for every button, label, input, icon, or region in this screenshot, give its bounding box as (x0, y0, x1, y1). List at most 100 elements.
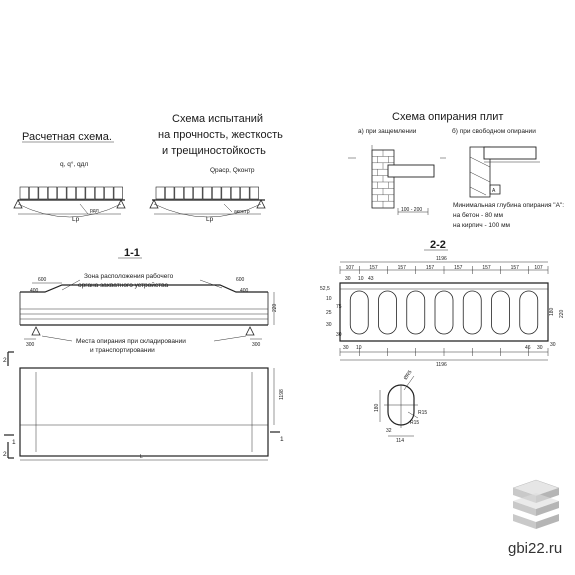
s22-bottom-small-2: 46 (525, 345, 531, 351)
load-block (113, 186, 123, 200)
brand-logo-icon (512, 479, 560, 529)
s22-right-mark-2: 30 (550, 342, 556, 348)
load-block (174, 186, 184, 200)
void-hole (491, 290, 510, 335)
void-hole (349, 290, 369, 335)
test-scheme-title-2: на прочность, жесткость (158, 129, 283, 141)
slab-plan-view: 1198 L 2 2 1 1 (3, 351, 285, 461)
section-1-1-label: 1-1 (124, 247, 140, 259)
calc-scheme-diagram: Lр q, q°, qдл pдл (13, 160, 126, 223)
s22-top-total: 1196 (436, 256, 447, 262)
s22-bottom-small-1: 10 (356, 345, 362, 351)
void-hole (462, 290, 482, 335)
load-block (230, 186, 241, 200)
s11-dim-400-left: 400 (30, 288, 39, 294)
s22-right-mark-1: 220 (559, 309, 565, 318)
s11-dim-300-left: 300 (26, 342, 35, 348)
s11-dim-300-right: 300 (252, 342, 261, 348)
hole-r15-dim: R15 (410, 420, 419, 426)
load-block (212, 186, 222, 200)
s11-zone-text-2: органа захватного устройства (78, 281, 168, 289)
plan-section-mark-2-bottom: 2 (3, 451, 7, 458)
s11-zone-text-1: Зона расположения рабочего (84, 272, 174, 280)
s11-support-text-1: Места опирания при складировании (76, 338, 186, 345)
test-scheme-diagram: Lр Qраср, Qконтр аконтр (149, 167, 266, 223)
void-hole (434, 290, 454, 335)
load-block (104, 186, 114, 200)
hole-off-dim: 32 (386, 428, 392, 434)
calc-loads-label: q, q°, qдл (60, 160, 88, 168)
load-block (165, 186, 175, 200)
s22-left-mark-3: 30 (326, 322, 332, 328)
plan-width-dim: 1198 (279, 389, 285, 400)
s22-top-small-2: 43 (368, 276, 374, 282)
s22-top-small-0: 30 (345, 276, 351, 282)
test-control-label: аконтр (234, 209, 250, 215)
support-b-mark: A (492, 188, 496, 194)
load-block (155, 186, 165, 200)
s22-bottom-total: 1196 (436, 362, 447, 368)
void-hole (378, 290, 397, 335)
s22-segment-dim: 157 (369, 265, 378, 271)
load-block (38, 186, 48, 200)
void-hole (406, 290, 426, 335)
support-a-caption: а) при защемлении (358, 128, 417, 135)
calc-span-label: Lр (72, 216, 80, 223)
hole-top-dim: ØR5 (403, 369, 414, 381)
hole-height-dim: 180 (374, 403, 380, 412)
s22-left-mark-2: 25 (326, 310, 332, 316)
support-note-brick: на кирпич - 100 мм (453, 222, 511, 229)
support-scheme-title: Схема опирания плит (392, 111, 503, 123)
calc-reaction-label: pдл (90, 208, 99, 214)
s22-segment-dim: 157 (482, 265, 491, 271)
load-block (94, 186, 105, 200)
hole-mid-dim: R15 (418, 410, 427, 416)
load-block (240, 186, 250, 200)
void-hole (519, 290, 539, 335)
s11-support-text-2: и транспортировании (90, 347, 155, 354)
test-span-label: Lр (206, 216, 214, 223)
plan-section-mark-2-top: 2 (3, 357, 7, 364)
load-block (183, 186, 194, 200)
s22-top-small-1: 10 (358, 276, 364, 282)
hole-width-dim: 114 (396, 438, 404, 444)
plan-section-mark-1-left: 1 (12, 439, 16, 446)
section-1-1-drawing: 600 400 600 400 220 Зона расположения ра… (19, 272, 278, 354)
s11-dim-600-left: 600 (38, 277, 47, 283)
s11-dim-height: 220 (272, 303, 278, 312)
s22-bottom-small-0: 30 (343, 345, 349, 351)
support-note-title: Минимальная глубина опирания "А": (453, 201, 564, 209)
load-block (66, 186, 76, 200)
s22-segment-dim: 107 (534, 265, 543, 271)
s11-dim-400-right: 400 (240, 288, 249, 294)
s22-right-mark-0: 180 (549, 307, 555, 316)
calc-scheme-title: Расчетная схема. (22, 131, 112, 143)
support-b-caption: б) при свободном опирании (452, 127, 536, 135)
load-block (202, 186, 212, 200)
load-block (193, 186, 203, 200)
hole-detail: ØR5 R15 R15 180 114 32 (374, 369, 427, 444)
plan-length-dim: L (140, 454, 143, 460)
test-loads-label: Qраср, Qконтр (210, 167, 255, 174)
load-block (221, 186, 231, 200)
s22-bottom-small-3: 30 (537, 345, 543, 351)
support-b-diagram: A (469, 146, 540, 198)
support-a-diagram: 100 - 200 (348, 145, 446, 215)
brand-site-label: gbi22.ru (508, 540, 562, 557)
section-2-2-label: 2-2 (430, 239, 446, 251)
s22-segment-dim: 157 (398, 265, 407, 271)
s22-segment-dim: 157 (426, 265, 435, 271)
support-a-dim: 100 - 200 (401, 207, 422, 213)
test-scheme-title-3: и трещиностойкость (162, 145, 266, 157)
s22-left-dim-2: 75 (336, 304, 342, 310)
support-note-concrete: на бетон - 80 мм (453, 211, 503, 219)
s11-dim-600-right: 600 (236, 277, 245, 283)
s22-segment-dim: 157 (454, 265, 463, 271)
plan-section-mark-1-right: 1 (280, 436, 284, 443)
load-block (29, 186, 39, 200)
load-block (76, 186, 86, 200)
load-block (249, 186, 259, 200)
